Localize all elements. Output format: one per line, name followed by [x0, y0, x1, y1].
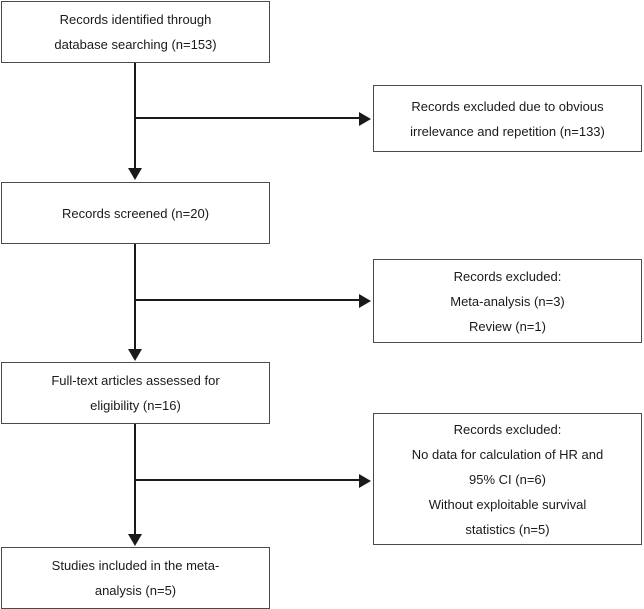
node-text-line: Without exploitable survival: [428, 496, 587, 512]
connector-to-excluded-screening: [135, 299, 361, 301]
node-studies-included: Studies included in the meta- analysis (…: [1, 547, 270, 609]
node-text-line: database searching (n=153): [54, 37, 217, 52]
node-text-line: 95% CI (n=6): [469, 471, 546, 487]
node-records-excluded-eligibility: Records excluded: No data for calculatio…: [373, 413, 642, 545]
node-text-line: analysis (n=5): [94, 583, 177, 598]
node-text-line: No data for calculation of HR and: [411, 446, 604, 462]
node-text-line: statistics (n=5): [465, 521, 550, 537]
arrowhead-down-icon: [128, 168, 142, 180]
connector-identified-to-screened: [134, 63, 136, 170]
node-fulltext-articles-assessed: Full-text articles assessed for eligibil…: [1, 362, 270, 424]
node-records-excluded-screening: Records excluded: Meta-analysis (n=3) Re…: [373, 259, 642, 343]
node-text-line: Records screened (n=20): [61, 205, 210, 221]
node-text-line: irrelevance and repetition (n=133): [410, 123, 605, 139]
node-text-line: Records excluded:: [453, 421, 562, 437]
arrowhead-right-icon: [359, 112, 371, 126]
node-text-line: Records excluded:: [453, 268, 562, 284]
node-text-line: eligibility (n=16): [90, 398, 181, 413]
connector-to-excluded-irrelevance: [135, 117, 361, 119]
node-text-line: Records excluded due to obvious: [411, 98, 604, 114]
node-text-line: Studies included in the meta-: [51, 558, 220, 573]
node-records-identified: Records identified through database sear…: [1, 1, 270, 63]
connector-screened-to-fulltext: [134, 244, 136, 351]
node-text-line: Records identified through: [59, 12, 212, 27]
node-records-screened: Records screened (n=20): [1, 182, 270, 244]
node-records-excluded-irrelevance: Records excluded due to obvious irreleva…: [373, 85, 642, 152]
arrowhead-right-icon: [359, 294, 371, 308]
node-text-line: Meta-analysis (n=3): [450, 293, 565, 309]
arrowhead-right-icon: [359, 474, 371, 488]
connector-to-excluded-eligibility: [135, 479, 361, 481]
node-text-line: Review (n=1): [469, 318, 546, 334]
node-text-line: Full-text articles assessed for: [51, 373, 220, 388]
arrowhead-down-icon: [128, 349, 142, 361]
arrowhead-down-icon: [128, 534, 142, 546]
